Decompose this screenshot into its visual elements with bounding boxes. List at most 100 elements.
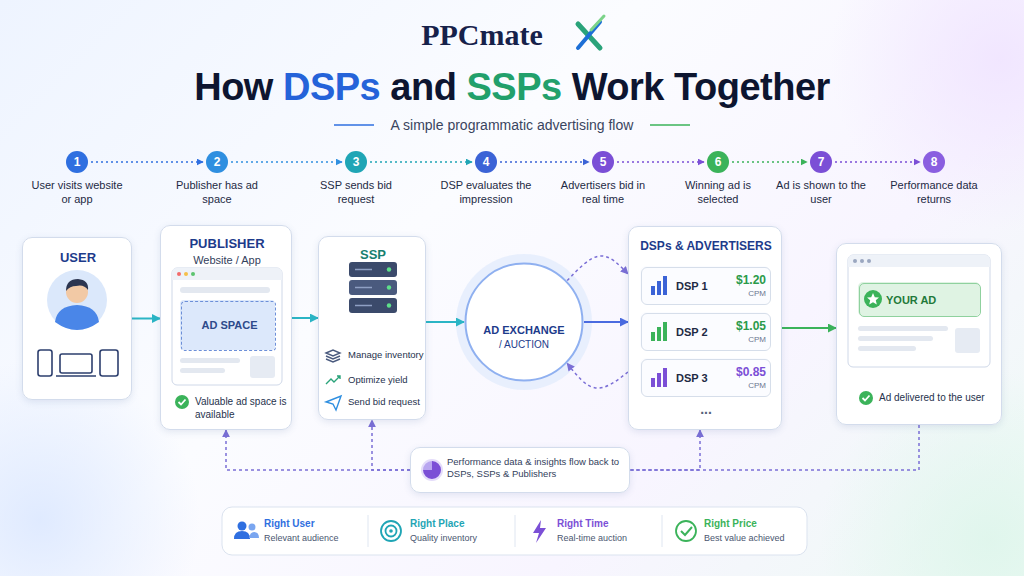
connector bbox=[500, 161, 589, 163]
bar-chart-icon-part bbox=[651, 286, 655, 295]
ad-browser-mock-part bbox=[858, 282, 980, 316]
node-text: DSP evaluates the impression bbox=[437, 179, 535, 207]
pie-icon-part bbox=[421, 459, 443, 481]
node-text: Best value achieved bbox=[704, 533, 804, 544]
node-text: Manage inventory bbox=[348, 349, 426, 361]
ad-browser-mock-part bbox=[864, 290, 882, 308]
list-icons-part bbox=[326, 376, 340, 384]
node-heading: 4 bbox=[475, 151, 497, 173]
browser-mock-part bbox=[184, 272, 188, 276]
browser-mock-part bbox=[180, 287, 270, 293]
subtitle-rules-part bbox=[650, 124, 690, 126]
node-text: User visits website or app bbox=[28, 179, 126, 207]
ad-browser-mock-part bbox=[858, 336, 933, 341]
benefit-icons-part bbox=[389, 529, 393, 533]
connector bbox=[372, 420, 410, 470]
node-text: CPM bbox=[722, 381, 766, 391]
check-icon-part bbox=[175, 395, 189, 409]
bar-dividers-part bbox=[515, 515, 516, 547]
benefit-icons-part bbox=[533, 520, 546, 543]
user-box: USER bbox=[22, 237, 132, 400]
list-icons-part bbox=[326, 350, 340, 362]
connector bbox=[732, 161, 807, 163]
benefit-icons-part bbox=[681, 527, 692, 535]
browser-mock bbox=[172, 268, 282, 385]
panel-fills bbox=[22, 225, 1002, 555]
bar-dividers-part bbox=[662, 515, 663, 547]
title-word: SSPs bbox=[466, 66, 561, 108]
step: 3SSP sends bid request bbox=[307, 151, 405, 207]
connector bbox=[630, 425, 919, 470]
check-icon-part bbox=[863, 396, 870, 401]
node-text: Website / App bbox=[161, 254, 293, 268]
bar-chart-icon-part bbox=[651, 332, 655, 341]
ad-browser-mock-part bbox=[860, 259, 864, 263]
node-text: / AUCTION bbox=[464, 339, 584, 352]
node-heading: 5 bbox=[592, 151, 614, 173]
ad-browser-mock-part bbox=[955, 328, 980, 353]
ad-browser-mock-part bbox=[848, 255, 990, 267]
check-icon-part bbox=[859, 391, 873, 405]
title: How DSPs and SSPs Work Together bbox=[0, 66, 1024, 109]
node-heading: AD SPACE bbox=[182, 319, 277, 333]
device-icons-part bbox=[100, 350, 118, 376]
step: 2Publisher has ad space bbox=[168, 151, 266, 207]
node-heading: DSP 1 bbox=[676, 280, 724, 294]
server-icon-part bbox=[387, 285, 391, 289]
server-icon-part bbox=[387, 303, 391, 307]
browser-mock-part bbox=[180, 368, 225, 373]
node-heading: SSP bbox=[319, 247, 427, 263]
node-text: SSP sends bid request bbox=[307, 179, 405, 207]
logo-mark-part bbox=[591, 16, 604, 30]
node-heading: 2 bbox=[206, 151, 228, 173]
title-word: How bbox=[194, 66, 273, 108]
ssp-box: SSPManage inventoryOptimize yieldSend bi… bbox=[318, 236, 426, 420]
node-heading: AD EXCHANGE bbox=[464, 324, 584, 338]
node-heading: DSP 2 bbox=[676, 326, 724, 340]
browser-mock-part bbox=[180, 358, 240, 363]
connector bbox=[835, 161, 920, 163]
node-text: $0.85 bbox=[722, 365, 766, 380]
node-text: Send bid request bbox=[348, 396, 426, 408]
step: 5Advertisers bid in real time bbox=[554, 151, 652, 207]
device-icons-part bbox=[56, 375, 96, 377]
panel-fills-part bbox=[318, 236, 426, 420]
benefit-item: Right TimeReal-time auction bbox=[515, 507, 661, 555]
node-heading: 3 bbox=[345, 151, 367, 173]
bar-chart-icon-part bbox=[657, 327, 661, 341]
node-heading: Right Time bbox=[557, 518, 657, 531]
ad-delivery-box: Ad delivered to the userYOUR AD bbox=[836, 243, 1002, 425]
check-icon-part bbox=[179, 400, 186, 405]
step: 4DSP evaluates the impression bbox=[437, 151, 535, 207]
connector bbox=[292, 317, 318, 319]
node-text: CPM bbox=[722, 289, 766, 299]
title-space bbox=[664, 66, 674, 108]
title-space bbox=[456, 66, 466, 108]
pie-icon-part bbox=[423, 461, 441, 479]
panel-fills-part bbox=[22, 237, 132, 400]
title-space bbox=[562, 66, 572, 108]
node-heading: Right User bbox=[264, 518, 364, 531]
server-icon-part bbox=[387, 267, 391, 271]
title-word: Work bbox=[572, 66, 664, 108]
browser-mock-part bbox=[250, 356, 275, 378]
bar-chart-icon bbox=[651, 276, 667, 387]
user-avatar-part bbox=[47, 270, 107, 330]
dsp-card-fills bbox=[640, 266, 770, 396]
device-icons-part bbox=[60, 354, 92, 373]
bar-chart-icon-part bbox=[651, 378, 655, 387]
server-icon bbox=[349, 262, 397, 313]
node-text: $1.05 bbox=[722, 319, 766, 334]
step: 7Ad is shown to the user bbox=[772, 151, 870, 207]
step: 1User visits website or app bbox=[28, 151, 126, 207]
ad-browser-mock-part bbox=[867, 259, 871, 263]
ad-browser-mock-part bbox=[858, 326, 948, 331]
step: 8Performance data returns bbox=[885, 151, 983, 207]
node-text: Performance data returns bbox=[885, 179, 983, 207]
node-heading: PUBLISHER bbox=[161, 236, 293, 252]
connector bbox=[132, 318, 160, 320]
bar-chart-icon-part bbox=[657, 373, 661, 387]
ad-browser-mock-part bbox=[853, 259, 857, 263]
exchange-circle: AD EXCHANGE/ AUCTION bbox=[464, 262, 584, 382]
title-word: DSPs bbox=[283, 66, 380, 108]
